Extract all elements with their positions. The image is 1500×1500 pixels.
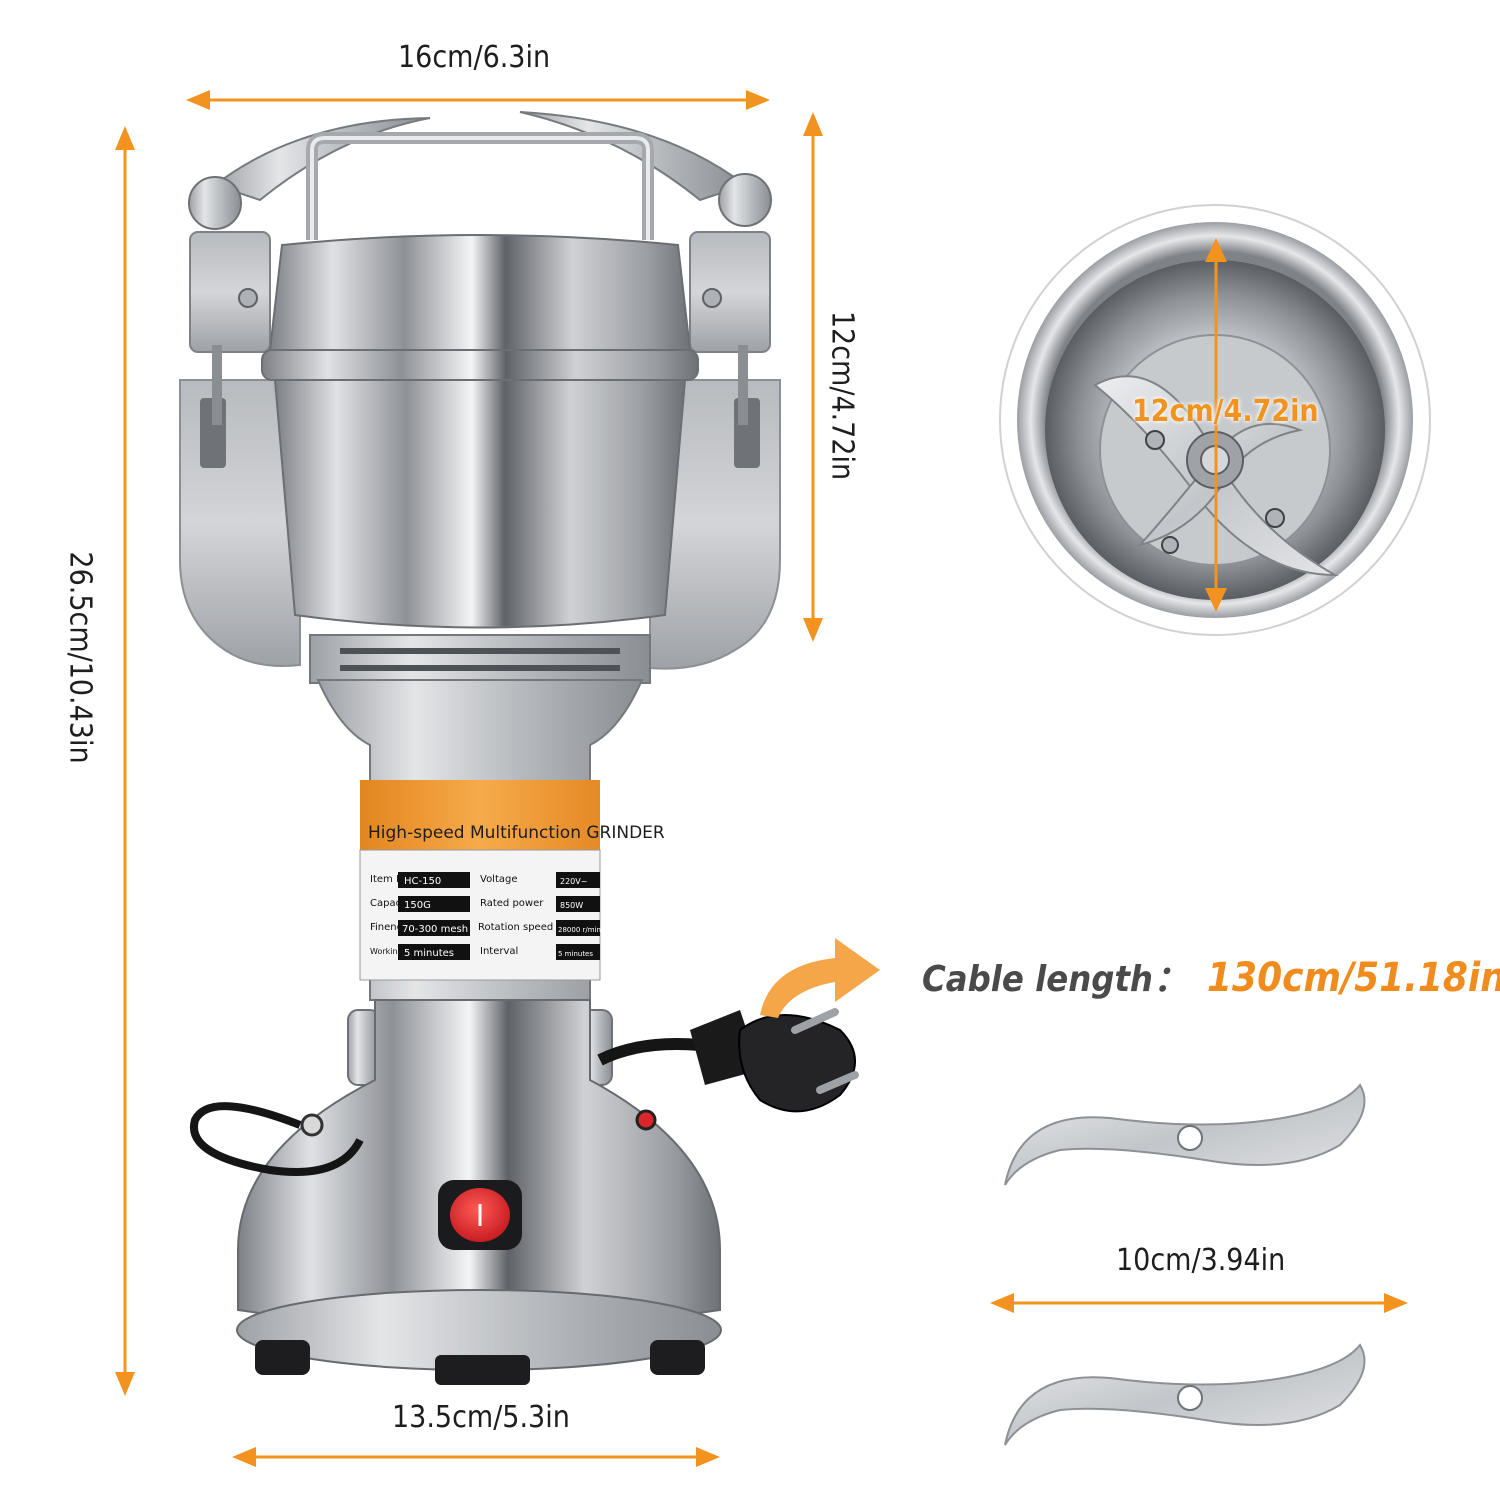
grinder-spec-table: Item No. HC-150 Voltage 220V~ Capacity 1…: [370, 872, 601, 960]
spec-key: Working time: [370, 947, 423, 956]
dimension-arrows: [115, 90, 1408, 1467]
bowl-top-view: [999, 204, 1431, 636]
spec-value: 850W: [560, 901, 583, 910]
reset-button: [635, 1109, 657, 1131]
cable-length-value: 130cm/51.18in: [1207, 955, 1500, 1001]
spec-key: Capacity: [370, 898, 414, 909]
top-width-label: 16cm/6.3in: [398, 40, 551, 75]
bowl-diameter-label: 12cm/4.72in: [1132, 394, 1319, 429]
spec-value: 70-300 mesh: [402, 924, 468, 935]
spec-value: HC-150: [404, 876, 441, 887]
spec-value: 220V~: [560, 877, 587, 886]
grinder-label-title: High-speed Multifunction GRINDER: [368, 823, 665, 843]
spec-key: Interval: [480, 946, 518, 957]
spec-key: Item No.: [370, 874, 413, 885]
spec-key: Voltage: [480, 874, 518, 885]
spec-value: 5 minutes: [404, 948, 454, 959]
cable-length-callout: Cable length： 130cm/51.18in: [922, 950, 1500, 1002]
total-height-label: 26.5cm/10.43in: [62, 551, 98, 764]
spec-value: 28000 r/min: [558, 926, 601, 934]
spec-value: 5 minutes: [558, 950, 593, 958]
cable-length-label: Cable length：: [922, 959, 1189, 1000]
replacement-blades: [1004, 1083, 1366, 1446]
grinder-illustration: High-speed Multifunction GRINDER Item No…: [179, 111, 781, 1385]
spec-key: Rated power: [480, 898, 544, 909]
cable-pointer-arrow: [760, 938, 880, 1018]
power-plug: [690, 1008, 859, 1113]
cup-height-label: 12cm/4.72in: [824, 310, 860, 481]
blade-length-label: 10cm/3.94in: [1116, 1243, 1286, 1278]
spec-key: Fineness: [370, 922, 413, 933]
base-width-label: 13.5cm/5.3in: [392, 1400, 570, 1435]
spec-value: 150G: [404, 900, 431, 911]
spec-key: Rotation speed: [478, 922, 553, 933]
